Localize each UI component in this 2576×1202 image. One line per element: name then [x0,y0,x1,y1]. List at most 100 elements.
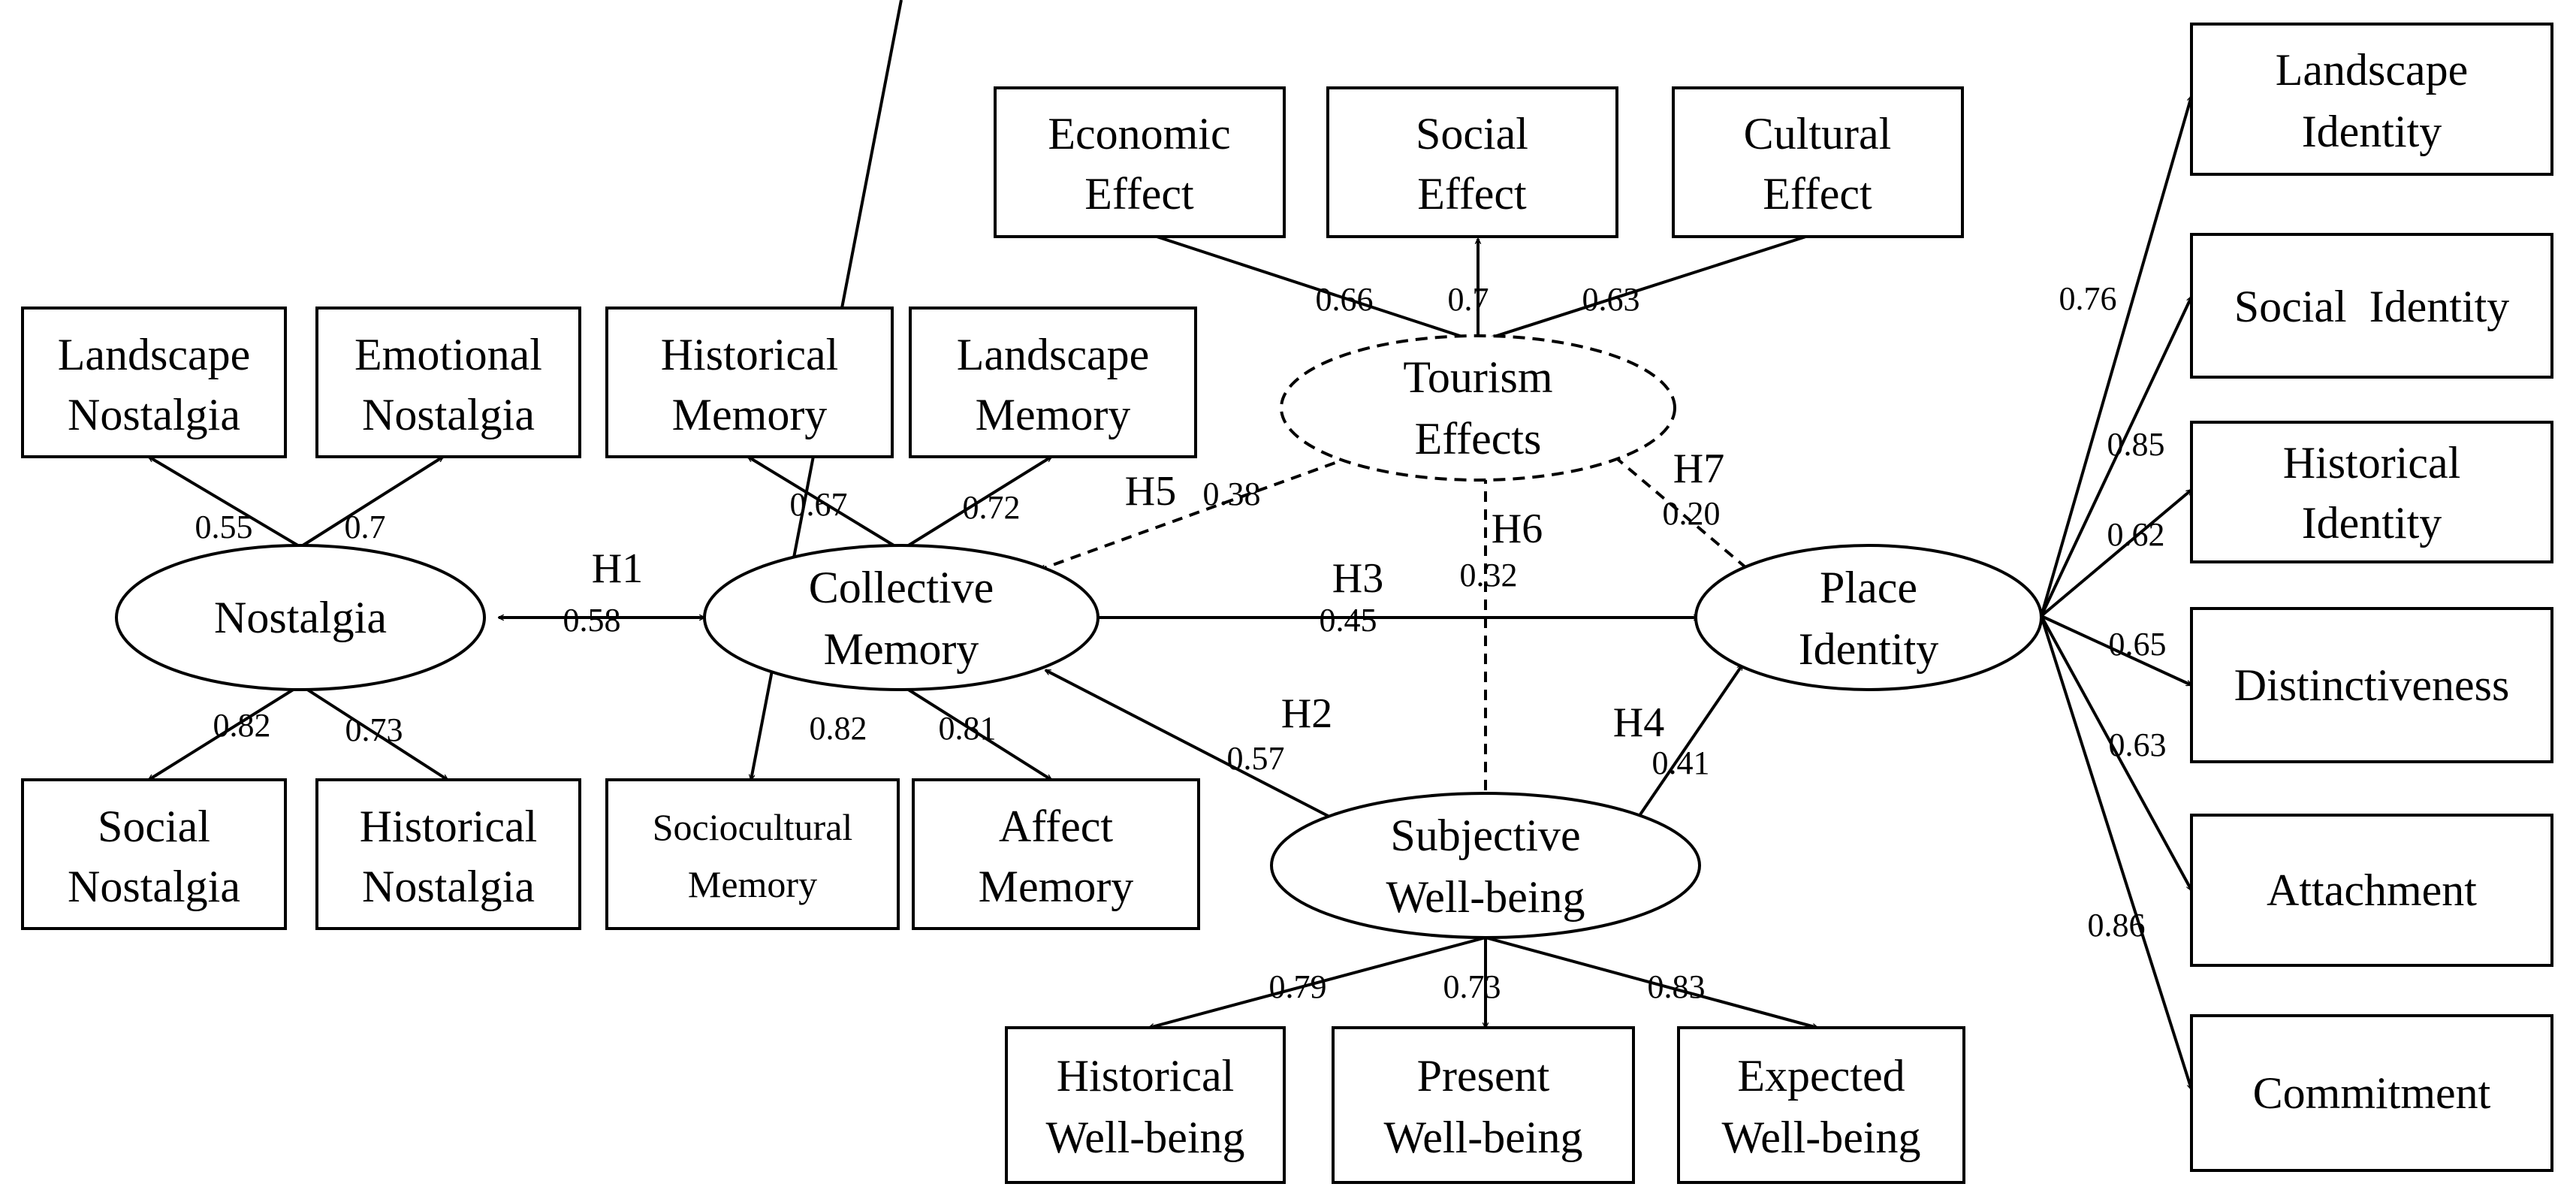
loading-emotional-nostalgia: 0.7 [345,509,386,545]
indicator-label-line2: Memory [688,863,817,905]
indicator-label-line1: Social [98,802,210,851]
arrow-landscape-nostalgia [149,455,302,548]
construct-nostalgia: Nostalgia [115,544,486,691]
construct-subjective-wellbeing: Subjective Well-being [1270,792,1701,939]
loading-expected-wellbeing: 0.83 [1648,968,1706,1005]
hypothesis-h1-coef: 0.58 [563,602,621,639]
indicator-label-line1: Economic [1048,109,1230,159]
indicator-label: Distinctiveness [2234,660,2510,710]
loading-social-nostalgia: 0.82 [213,707,271,744]
arrow-social-identity [2040,297,2193,617]
loading-historical-identity: 0.62 [2107,516,2165,553]
arrow-economic-effect [1145,233,1479,343]
indicator-present-wellbeing: Present Well-being [1332,1026,1635,1184]
arrow-historical-identity [2040,488,2191,618]
indicator-economic-effect: Economic Effect [994,86,1286,238]
indicator-label-line1: Historical [2283,438,2461,488]
indicator-historical-identity: Historical Identity [2190,421,2553,563]
loading-attachment: 0.63 [2109,726,2167,763]
hypothesis-h3-label: H3 [1332,555,1383,602]
indicator-label-line1: Landscape [58,330,251,379]
loading-cultural-effect: 0.63 [1582,281,1640,318]
indicator-label-line2: Well-being [1721,1113,1920,1162]
indicator-affect-memory: Affect Memory [912,778,1200,930]
construct-label-line1: Place [1820,563,1917,612]
loading-commitment: 0.86 [2088,907,2146,944]
indicator-landscape-nostalgia: Landscape Nostalgia [21,307,287,458]
loading-landscape-nostalgia: 0.55 [195,509,253,545]
loading-historical-memory: 0.67 [790,486,848,523]
indicator-label-line1: Expected [1737,1051,1905,1101]
indicator-sociocultural-memory: Sociocultural Memory [605,778,900,930]
indicator-label-line1: Historical [1057,1051,1235,1101]
indicator-label-line1: Cultural [1744,109,1892,159]
arrow-attachment [2040,615,2193,890]
indicator-commitment: Commitment [2190,1014,2553,1172]
hypothesis-h7-coef: 0.20 [1663,495,1721,532]
indicator-label-line2: Effect [1763,169,1872,219]
indicator-label-line1: Sociocultural [653,806,853,848]
hypothesis-h3-coef: 0.45 [1320,602,1377,639]
loading-historical-nostalgia: 0.73 [345,711,403,748]
indicator-label-line2: Memory [672,390,828,439]
loading-sociocultural-memory: 0.82 [810,710,867,747]
hypothesis-h5-label: H5 [1125,468,1176,515]
indicator-label-line2: Well-being [1383,1113,1582,1162]
construct-label-line1: Tourism [1403,352,1552,402]
construct-label-line2: Well-being [1386,872,1585,922]
loading-social-identity: 0.85 [2107,426,2165,463]
indicator-landscape-memory: Landscape Memory [909,307,1197,458]
indicator-label-line2: Identity [2302,107,2442,156]
indicator-distinctiveness: Distinctiveness [2190,607,2553,763]
indicator-label-line2: Nostalgia [68,862,240,911]
loading-present-wellbeing: 0.73 [1443,968,1501,1005]
path-h5 [1040,455,1353,569]
arrow-historical-memory [748,455,903,551]
indicator-historical-memory: Historical Memory [605,307,894,458]
indicator-cultural-effect: Cultural Effect [1672,86,1964,238]
hypothesis-h6-coef: 0.32 [1460,557,1518,593]
hypothesis-h7-label: H7 [1673,445,1724,492]
loading-social-effect: 0.7 [1448,281,1489,318]
indicator-label-line1: Affect [999,802,1113,851]
loading-distinctiveness: 0.65 [2109,626,2167,663]
construct-place-identity: Place Identity [1694,544,2043,691]
indicator-label-line1: Social [1416,109,1528,159]
construct-tourism-effects: Tourism Effects [1280,334,1676,482]
hypothesis-h5-coef: 0.38 [1203,476,1261,512]
arrow-commitment [2040,615,2191,1089]
indicator-emotional-nostalgia: Emotional Nostalgia [315,307,581,458]
loading-landscape-memory: 0.72 [963,489,1021,526]
indicator-social-identity: Social Identity [2190,233,2553,379]
arrow-social-nostalgia [149,684,302,781]
hypothesis-h2-label: H2 [1281,690,1332,737]
loading-affect-memory: 0.81 [939,710,997,747]
hypothesis-labels: H1 0.58 H3 0.45 H2 0.57 H4 0.41 H5 0.38 … [563,445,1725,781]
arrow-affect-memory [900,684,1051,781]
construct-label-line2: Memory [824,624,979,674]
hypothesis-h6-label: H6 [1492,506,1543,552]
arrow-landscape-memory [900,455,1051,551]
indicator-label-line2: Effect [1417,169,1527,219]
construct-label-line1: Collective [809,563,994,612]
loading-economic-effect: 0.66 [1316,281,1374,318]
indicator-label: Attachment [2267,865,2477,915]
construct-label-line2: Effects [1415,414,1542,464]
indicator-label-line2: Effect [1084,169,1194,219]
indicator-attachment: Attachment [2190,814,2553,967]
indicator-label-line1: Historical [360,802,538,851]
path-h2 [1045,669,1332,819]
indicator-social-nostalgia: Social Nostalgia [21,778,287,930]
indicator-label: Social Identity [2234,282,2510,331]
indicator-label-line2: Nostalgia [362,390,535,439]
arrow-emotional-nostalgia [299,455,443,548]
indicator-landscape-identity: Landscape Identity [2190,23,2553,176]
hypothesis-h4-label: H4 [1613,699,1664,746]
indicator-social-effect: Social Effect [1326,86,1618,238]
indicator-historical-nostalgia: Historical Nostalgia [315,778,581,930]
indicator-label-line1: Present [1417,1051,1550,1101]
indicator-label-line2: Nostalgia [362,862,535,911]
hypothesis-h4-coef: 0.41 [1652,744,1710,781]
indicator-label-line2: Well-being [1045,1113,1244,1162]
construct-collective-memory: Collective Memory [703,544,1099,691]
